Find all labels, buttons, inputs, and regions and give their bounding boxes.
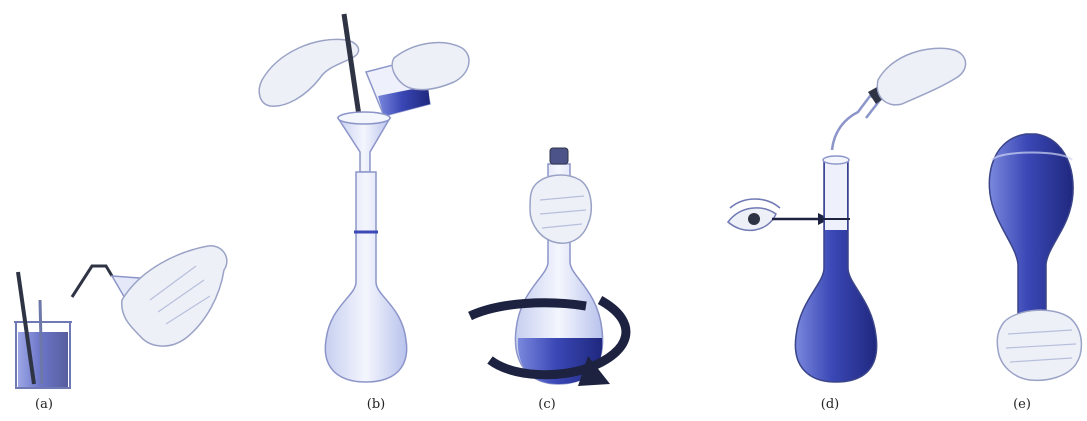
step-a-dissolving [14,246,227,388]
funnel [338,112,390,172]
step-b-transferring [259,14,469,382]
caption-b: (b) [356,397,396,412]
caption-a: (a) [24,397,64,412]
hand-c [530,175,591,243]
sight-line-arrow [772,213,830,225]
hand-b-left [259,39,358,106]
caption-c: (c) [527,397,567,412]
hand-d [877,48,965,105]
step-e-inverting [989,134,1081,380]
step-c-swirling [470,148,626,386]
caption-e: (e) [1002,397,1042,412]
caption-d: (d) [810,397,850,412]
volumetric-flask-b [325,172,406,382]
eye-icon [728,199,780,230]
hand-a [122,246,227,346]
step-d-making-up-to-mark [728,48,966,382]
hand-e [997,310,1081,380]
hand-b-right [392,43,469,90]
volumetric-flask-d [795,156,876,382]
